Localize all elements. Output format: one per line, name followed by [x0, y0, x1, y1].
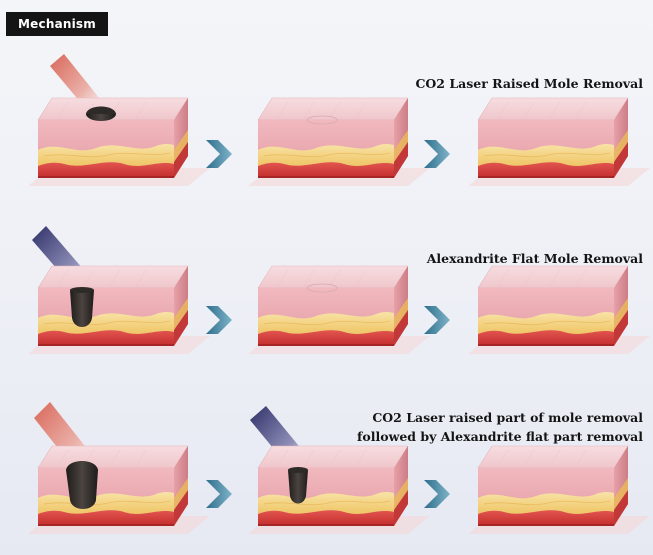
- skin-block-healed: [467, 445, 651, 535]
- row-2-title: Alexandrite Flat Mole Removal: [426, 251, 643, 266]
- combined-mole: [66, 461, 98, 509]
- row-3-title: CO2 Laser raised part of mole removal fo…: [357, 408, 643, 446]
- skin-block-before: [27, 265, 211, 355]
- mechanism-label: Mechanism: [6, 12, 108, 36]
- chevron-arrow-icon: [424, 306, 450, 334]
- row-3-title-line-1: CO2 Laser raised part of mole removal: [372, 410, 643, 425]
- skin-block-before: [27, 445, 211, 535]
- row-3: [27, 402, 651, 535]
- skin-block-after-co2: [247, 445, 431, 535]
- row-1: [27, 54, 651, 187]
- chevron-arrow-icon: [206, 480, 232, 508]
- chevron-arrow-icon: [206, 306, 232, 334]
- flat-mole: [70, 290, 94, 327]
- skin-block-before: [27, 97, 211, 187]
- chevron-arrow-icon: [424, 480, 450, 508]
- chevron-arrow-icon: [424, 140, 450, 168]
- row-3-title-line-2: followed by Alexandrite flat part remova…: [357, 429, 643, 444]
- skin-block-healed: [467, 97, 651, 187]
- chevron-arrow-icon: [206, 140, 232, 168]
- skin-block-healed: [467, 265, 651, 355]
- remaining-flat-mole: [288, 470, 308, 504]
- row-2: [27, 226, 651, 355]
- treated-site: [306, 283, 338, 293]
- row-1-title: CO2 Laser Raised Mole Removal: [415, 76, 643, 91]
- skin-block-treated: [247, 97, 431, 187]
- skin-block-treated: [247, 265, 431, 355]
- treated-site: [306, 115, 338, 125]
